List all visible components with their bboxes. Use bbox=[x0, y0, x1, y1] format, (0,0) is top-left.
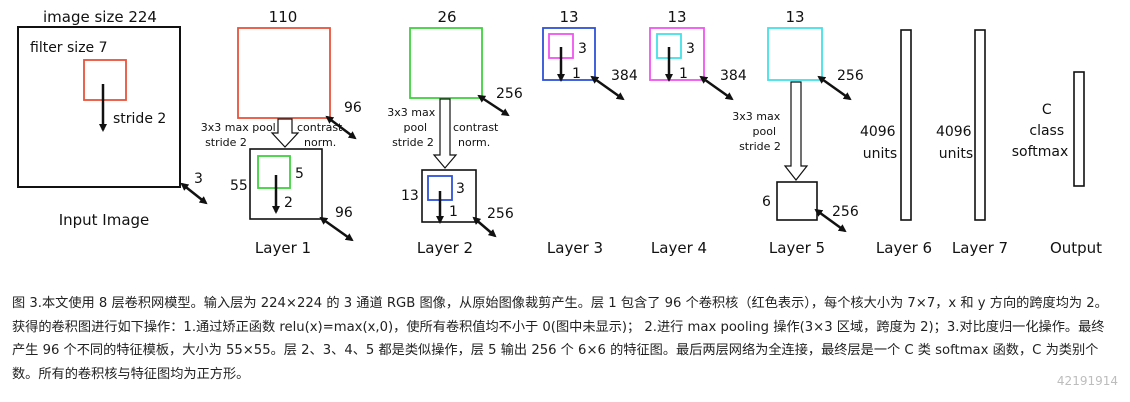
input-image-title: Input Image bbox=[59, 211, 150, 229]
layer5-pool-text: 3x3 max pool stride 2 bbox=[732, 110, 783, 153]
output-text: C class softmax bbox=[1012, 102, 1069, 160]
layer4-kernel: 3 bbox=[686, 41, 695, 57]
image-size-label: image size 224 bbox=[43, 8, 157, 26]
layer2-stride: 1 bbox=[449, 204, 458, 220]
layer1-stride: 2 bbox=[284, 195, 293, 211]
input-image-square bbox=[17, 26, 181, 188]
layer1-kernel: 5 bbox=[295, 166, 304, 182]
layer1-depth-arrow-top bbox=[325, 115, 357, 140]
layer4-depth-arrow bbox=[699, 75, 734, 101]
output-bar bbox=[1073, 71, 1085, 187]
layer-7-block: 4096 units Layer 7 bbox=[936, 29, 1008, 257]
layer6-bar bbox=[900, 29, 912, 221]
layer7-bar bbox=[974, 29, 986, 221]
layer3-depth-arrow bbox=[590, 75, 625, 101]
layer-2-block: 26 256 3x3 max pool stride 2 contrast no… bbox=[387, 8, 523, 257]
layer5-depth-bottom: 256 bbox=[832, 204, 859, 220]
layer-5-block: 13 256 3x3 max pool stride 2 6 256 Layer… bbox=[732, 8, 864, 257]
layer1-feature-map bbox=[237, 27, 331, 119]
layer1-pooled-square bbox=[249, 148, 323, 220]
layer1-depth-arrow-bottom bbox=[319, 216, 354, 242]
layer3-stride: 1 bbox=[572, 66, 581, 82]
layer5-depth-arrow-bottom bbox=[814, 208, 847, 233]
layer5-depth-top: 256 bbox=[837, 68, 864, 84]
layer7-units-text: 4096 units bbox=[936, 124, 976, 162]
cnn-architecture-diagram: image size 224 filter size 7 stride 2 3 … bbox=[17, 8, 1102, 257]
layer4-title: Layer 4 bbox=[651, 239, 707, 257]
layer2-norm-text: contrast norm. bbox=[453, 121, 502, 149]
layer3-kernel: 3 bbox=[578, 41, 587, 57]
watermark: 42191914 bbox=[1056, 374, 1118, 388]
output-block: C class softmax Output bbox=[1012, 71, 1102, 257]
layer2-depth-bottom: 256 bbox=[487, 206, 514, 222]
input-depth-arrow bbox=[180, 182, 208, 205]
layer-1-block: 110 96 3x3 max pool stride 2 contrast no… bbox=[201, 8, 362, 257]
layer1-kernel-green bbox=[257, 155, 291, 189]
layer5-depth-arrow-top bbox=[817, 75, 852, 101]
layer3-title: Layer 3 bbox=[547, 239, 603, 257]
layer5-top-size: 13 bbox=[785, 8, 804, 26]
layer2-kernel: 3 bbox=[456, 181, 465, 197]
layer-4-block: 13 3 1 384 Layer 4 bbox=[649, 8, 747, 257]
layer2-depth-arrow-bottom bbox=[472, 216, 497, 238]
layer1-title: Layer 1 bbox=[255, 239, 311, 257]
layer1-depth-bottom: 96 bbox=[335, 205, 353, 221]
layer2-pool-text: 3x3 max pool stride 2 bbox=[387, 106, 438, 149]
output-title: Output bbox=[1050, 239, 1102, 257]
layer1-depth-top: 96 bbox=[344, 100, 362, 116]
layer2-title: Layer 2 bbox=[417, 239, 473, 257]
layer3-top-size: 13 bbox=[559, 8, 578, 26]
layer2-pooled-square bbox=[421, 169, 477, 223]
layer1-pool-text: 3x3 max pool stride 2 bbox=[201, 121, 279, 149]
filter-red-square bbox=[83, 59, 127, 101]
layer3-feature-map bbox=[542, 27, 596, 81]
layer5-feature-map bbox=[767, 27, 823, 81]
layer6-units-text: 4096 units bbox=[860, 124, 900, 162]
stride-label: stride 2 bbox=[113, 111, 166, 127]
layer-6-block: 4096 units Layer 6 bbox=[860, 29, 932, 257]
layer4-feature-map bbox=[649, 27, 705, 81]
layer2-out-size: 13 bbox=[401, 188, 419, 204]
layer1-hollow-arrow bbox=[270, 118, 300, 148]
layer2-feature-map bbox=[409, 27, 483, 99]
layer2-hollow-arrow bbox=[432, 98, 458, 169]
input-depth-label: 3 bbox=[194, 171, 203, 187]
layer2-top-size: 26 bbox=[437, 8, 456, 26]
figure-caption: 图 3.本文使用 8 层卷积网模型。输入层为 224×224 的 3 通道 RG… bbox=[12, 296, 1108, 382]
layer5-title: Layer 5 bbox=[769, 239, 825, 257]
layer7-title: Layer 7 bbox=[952, 239, 1008, 257]
layer1-out-size: 55 bbox=[230, 178, 248, 194]
layer4-stride: 1 bbox=[679, 66, 688, 82]
layer4-depth: 384 bbox=[720, 68, 747, 84]
layer-3-block: 13 3 1 384 Layer 3 bbox=[542, 8, 638, 257]
layer3-depth: 384 bbox=[611, 68, 638, 84]
layer5-pooled-square bbox=[776, 181, 818, 221]
layer6-title: Layer 6 bbox=[876, 239, 932, 257]
layer4-top-size: 13 bbox=[667, 8, 686, 26]
layer1-top-size: 110 bbox=[269, 8, 298, 26]
layer2-depth-top: 256 bbox=[496, 86, 523, 102]
input-image-block: image size 224 filter size 7 stride 2 3 … bbox=[17, 8, 208, 229]
layer5-out-size: 6 bbox=[762, 194, 771, 210]
layer1-norm-text: contrast norm. bbox=[297, 121, 346, 149]
layer2-depth-arrow-top bbox=[477, 94, 510, 117]
layer5-hollow-arrow bbox=[783, 81, 809, 181]
filter-size-label: filter size 7 bbox=[30, 40, 108, 56]
